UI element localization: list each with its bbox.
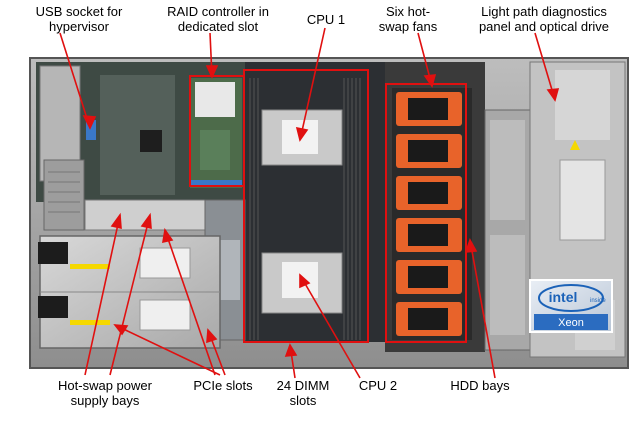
cpu1-label: CPU 1	[306, 12, 346, 27]
cpu2-label: CPU 2	[358, 378, 398, 393]
usb-socket	[86, 120, 96, 140]
dimm-slots-label: 24 DIMM slots	[276, 378, 330, 408]
rear-io-area	[39, 65, 175, 231]
hdd-bays-label: HDD bays	[450, 378, 510, 393]
xeon-text: Xeon	[558, 317, 584, 329]
raid-controller	[190, 78, 242, 188]
intel-xeon-badge: intel inside Xeon	[529, 279, 613, 333]
intel-inside-text: inside	[590, 298, 606, 304]
intel-logo: intel	[549, 289, 578, 305]
usb-socket-label: USB socket for hypervisor	[35, 4, 123, 34]
light-path-label: Light path diagnostics panel and optical…	[478, 4, 610, 34]
fan-bank	[392, 88, 472, 340]
psu-bays	[38, 235, 221, 349]
psu-bays-label: Hot-swap power supply bays	[58, 378, 152, 408]
fans-label: Six hot- swap fans	[378, 4, 438, 34]
callout-boxes	[189, 69, 467, 343]
raid-controller-label: RAID controller in dedicated slot	[167, 4, 269, 34]
dimm-slots	[249, 78, 361, 340]
callout-arrows	[59, 27, 560, 379]
hdd-bays	[484, 109, 531, 351]
pcie-slots-label: PCIe slots	[193, 378, 253, 393]
